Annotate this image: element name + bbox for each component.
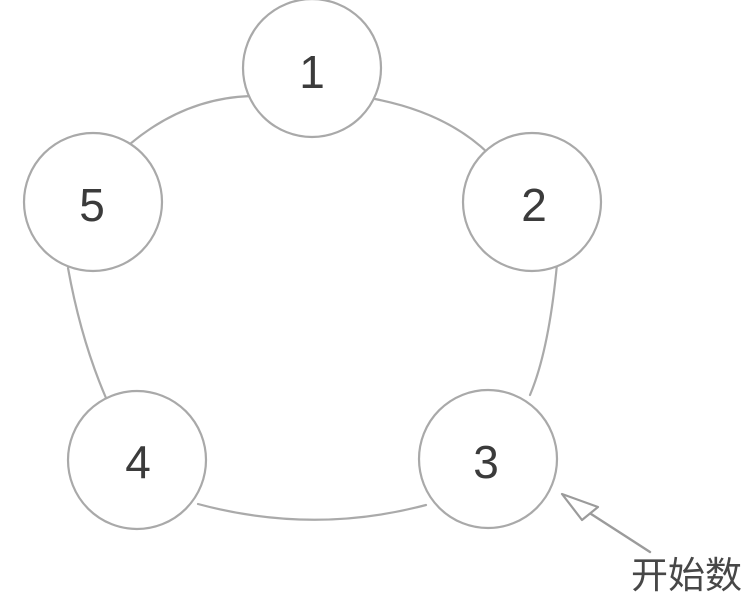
link-2-to-3 [528, 262, 559, 397]
node-label-5: 5 [79, 179, 105, 231]
node-circle-3[interactable] [417, 388, 559, 530]
link-group [66, 94, 559, 521]
node-label-1: 1 [299, 46, 325, 98]
node-circle-1[interactable] [241, 0, 383, 139]
annotation-arrow [560, 492, 652, 554]
node-label-2: 2 [521, 179, 547, 231]
node-circle-4[interactable] [66, 389, 208, 531]
link-3-to-4 [196, 502, 428, 521]
annotation-label: 开始数 [631, 554, 742, 597]
link-5-to-1 [128, 94, 253, 146]
link-1-to-2 [373, 97, 491, 156]
arrow-shaft [586, 510, 652, 554]
node-label-3: 3 [473, 436, 499, 488]
arrow-head-icon [560, 492, 600, 522]
node-circle-5[interactable] [22, 131, 164, 273]
link-4-to-5 [66, 266, 108, 400]
node-label-group: 1 2 3 4 5 [79, 46, 547, 488]
node-label-4: 4 [125, 436, 151, 488]
node-group [22, 0, 603, 531]
node-circle-2[interactable] [461, 131, 603, 273]
